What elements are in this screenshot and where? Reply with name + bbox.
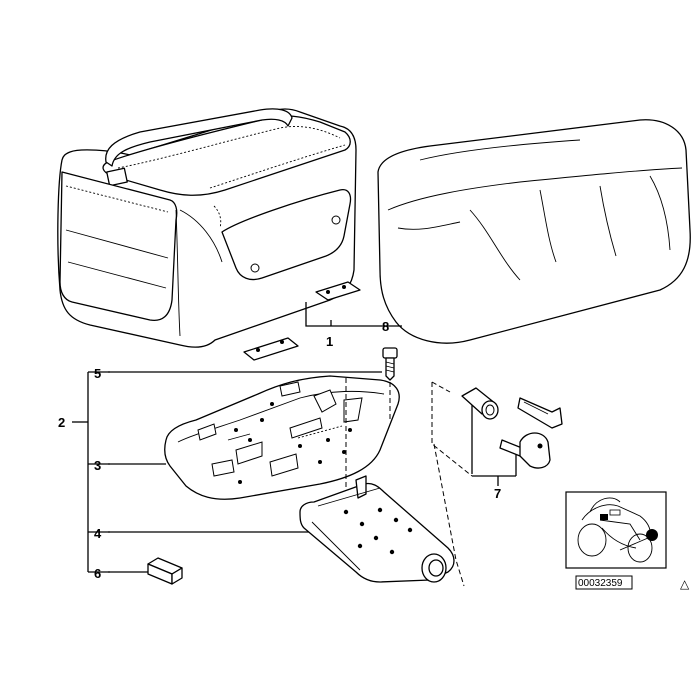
- callout-7: 7: [494, 486, 501, 501]
- callout-4: 4: [94, 526, 102, 541]
- top-case-bag: [57, 108, 361, 361]
- base-plate-hinge: [299, 475, 455, 583]
- triangle-symbol: △: [680, 577, 690, 591]
- key-2: [499, 432, 551, 469]
- top-case-cover: [377, 119, 691, 344]
- callout-2: 2: [58, 415, 65, 430]
- inset-ref-number: 00032359: [578, 578, 623, 589]
- callout-8: 8: [382, 319, 389, 334]
- inset-ref-box: [575, 575, 633, 590]
- callout-6: 6: [94, 566, 101, 581]
- key-1: [517, 397, 563, 429]
- screw: [382, 347, 398, 381]
- rubber-pad: [147, 557, 183, 585]
- carrier-plate: [164, 375, 400, 500]
- callout-1-8-leader: [305, 302, 402, 327]
- callout-3: 3: [94, 458, 101, 473]
- callout-5: 5: [94, 366, 101, 381]
- callout-1: 1: [326, 334, 333, 349]
- lock-cylinder: [461, 387, 499, 420]
- callout-2-bracket: [72, 371, 110, 573]
- location-inset: [565, 491, 667, 569]
